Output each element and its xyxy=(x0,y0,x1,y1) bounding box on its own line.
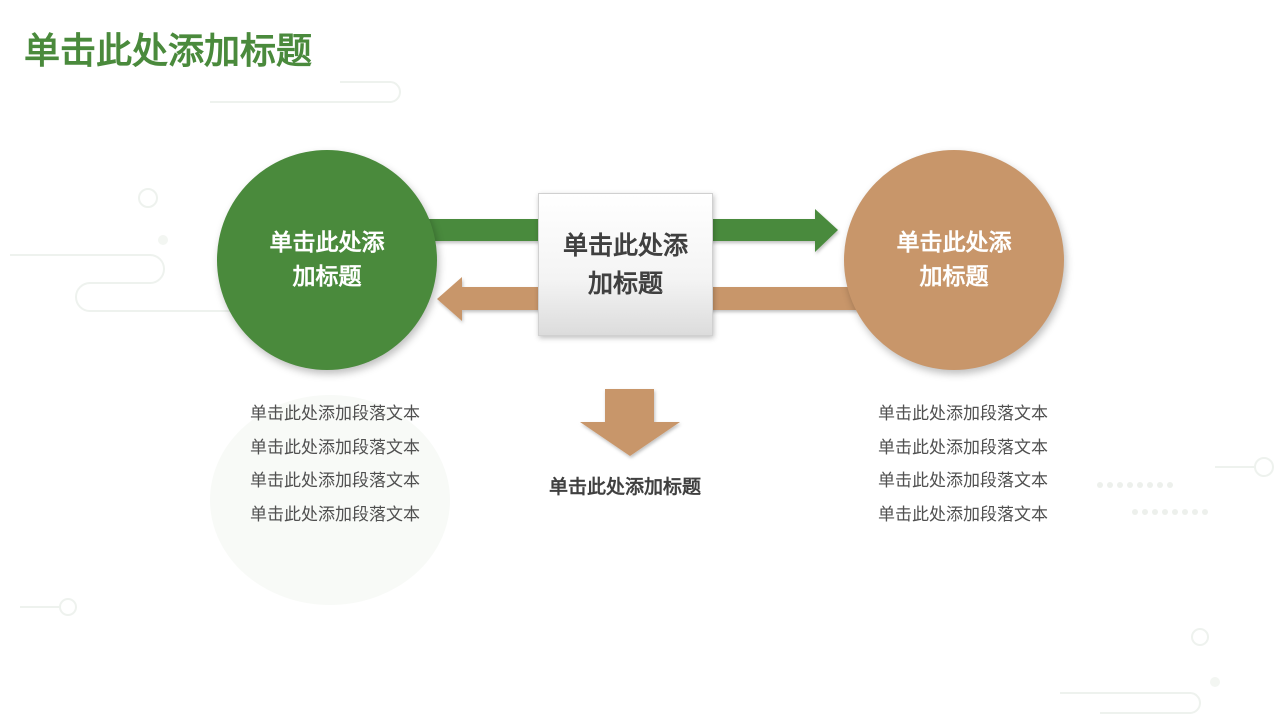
left-node-label: 单击此处添加标题 xyxy=(269,230,385,290)
right-node-circle[interactable]: 单击此处添加标题 xyxy=(844,150,1064,370)
left-paragraph[interactable]: 单击此处添加段落文本单击此处添加段落文本单击此处添加段落文本单击此处添加段落文本 xyxy=(250,404,420,525)
arrow-down-tan xyxy=(580,389,680,456)
down-arrow-caption[interactable]: 单击此处添加标题 xyxy=(548,476,701,498)
center-node-label: 单击此处添加标题 xyxy=(562,230,688,298)
left-node-circle[interactable]: 单击此处添加标题 xyxy=(217,150,437,370)
center-node-box[interactable]: 单击此处添加标题 xyxy=(538,193,713,336)
right-node-label: 单击此处添加标题 xyxy=(896,230,1012,290)
right-paragraph[interactable]: 单击此处添加段落文本单击此处添加段落文本单击此处添加段落文本单击此处添加段落文本 xyxy=(878,404,1048,525)
slide-title[interactable]: 单击此处添加标题 xyxy=(24,31,313,72)
